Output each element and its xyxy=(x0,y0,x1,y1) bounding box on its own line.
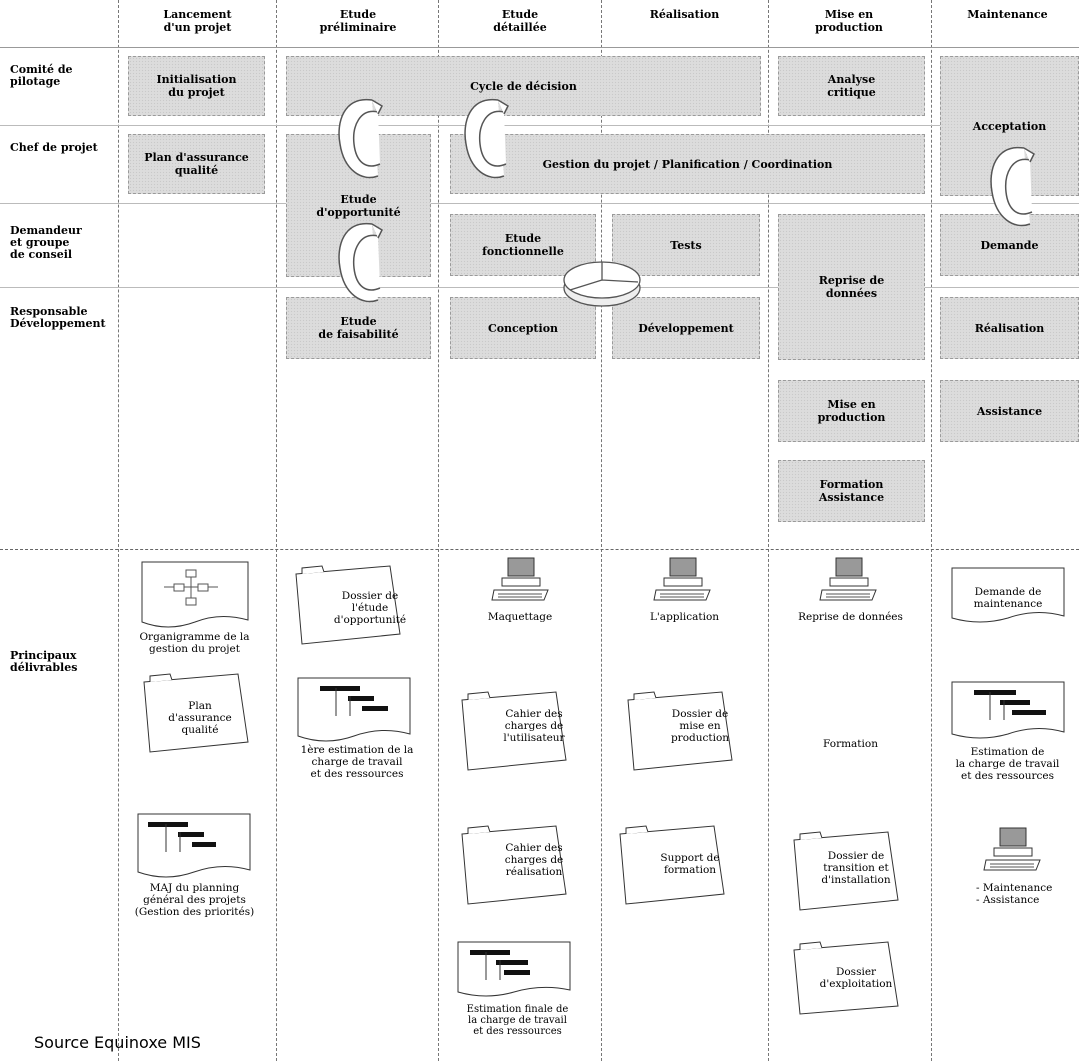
cycle-arrow-icon xyxy=(338,222,383,303)
row-label-demandeur: Demandeur et groupe de conseil xyxy=(10,224,82,261)
box-reprise-donnees: Reprise de données xyxy=(778,214,925,360)
box-gestion-projet: Gestion du projet / Planification / Coor… xyxy=(450,134,925,194)
row-separator xyxy=(0,287,1079,288)
computer-icon xyxy=(983,827,1041,871)
computer-icon xyxy=(491,557,549,601)
gantt-document-icon xyxy=(137,813,251,878)
column-header-realisation: Réalisation xyxy=(649,8,720,21)
computer-icon xyxy=(653,557,711,601)
deliverable-maj-planning: MAJ du planning général des projets (Ges… xyxy=(134,882,255,918)
row-label-comite: Comité de pilotage xyxy=(10,63,73,88)
box-formation-assistance: Formation Assistance xyxy=(778,460,925,522)
row-separator xyxy=(0,203,1079,204)
folder-document-icon xyxy=(793,941,899,1015)
deliverable-formation: Formation xyxy=(823,738,878,750)
deliverable-cahier-realisation: Cahier des charges de réalisation xyxy=(504,842,564,878)
gantt-document-icon xyxy=(457,941,571,997)
box-demande: Demande xyxy=(940,214,1079,276)
column-header-maintenance: Maintenance xyxy=(967,8,1048,21)
source-caption: Source Equinoxe MIS xyxy=(34,1033,201,1052)
deliverable-demande-maintenance: Demande de maintenance xyxy=(973,586,1043,610)
deliverables-separator xyxy=(0,549,1079,550)
folder-document-icon xyxy=(619,825,725,905)
cycle-arrow-icon xyxy=(338,98,383,179)
deliverable-support-formation: Support de formation xyxy=(660,852,720,876)
row-label-chef-projet: Chef de projet xyxy=(10,141,98,154)
cycle-arrow-icon xyxy=(464,98,509,179)
col-separator xyxy=(276,0,277,1061)
box-conception: Conception xyxy=(450,297,596,359)
deliverable-cahier-utilisateur: Cahier des charges de l'utilisateur xyxy=(503,708,565,744)
box-tests: Tests xyxy=(612,214,760,276)
folder-document-icon xyxy=(627,691,733,771)
deliverable-dossier-transition: Dossier de transition et d'installation xyxy=(821,850,891,886)
col-separator xyxy=(768,0,769,1061)
box-etude-fonctionnelle: Etude fonctionnelle xyxy=(450,214,596,276)
row-label-deliverables: Principaux délivrables xyxy=(10,649,78,674)
folder-document-icon xyxy=(295,565,401,645)
col-separator xyxy=(601,0,602,1061)
box-realisation: Réalisation xyxy=(940,297,1079,359)
request-document-icon xyxy=(951,567,1065,623)
deliverable-dossier-exploitation: Dossier d'exploitation xyxy=(819,966,893,990)
column-header-mise-en-production: Mise en production xyxy=(815,8,883,34)
deliverable-maquettage: Maquettage xyxy=(487,611,553,623)
gantt-document-icon xyxy=(951,681,1065,739)
deliverable-application: L'application xyxy=(649,611,720,623)
col-separator xyxy=(118,0,119,1061)
box-assistance: Assistance xyxy=(940,380,1079,442)
deliverable-reprise-donnees: Reprise de données xyxy=(798,611,903,623)
cycle-arrow-icon xyxy=(990,146,1035,227)
flowchart-document-icon xyxy=(141,561,249,628)
row-separator xyxy=(0,125,1079,126)
box-acceptation: Acceptation xyxy=(940,56,1079,196)
box-initialisation: Initialisation du projet xyxy=(128,56,265,116)
computer-icon xyxy=(819,557,877,601)
col-separator xyxy=(438,0,439,1061)
row-separator xyxy=(0,47,1079,48)
box-analyse-critique: Analyse critique xyxy=(778,56,925,116)
folder-document-icon xyxy=(461,691,567,771)
deliverable-organigramme: Organigramme de la gestion du projet xyxy=(139,631,250,655)
deliverable-dossier-mep: Dossier de mise en production xyxy=(670,708,730,744)
box-mise-en-production: Mise en production xyxy=(778,380,925,442)
deliverable-dossier-opportunite: Dossier de l'étude d'opportunité xyxy=(333,590,407,626)
deliverable-maintenance-assistance: - Maintenance - Assistance xyxy=(976,882,1053,906)
deliverable-estimation-maintenance: Estimation de la charge de travail et de… xyxy=(955,746,1060,782)
deliverable-estimation-1: 1ère estimation de la charge de travail … xyxy=(300,744,414,780)
box-etude-faisabilite: Etude de faisabilité xyxy=(286,297,431,359)
row-label-responsable: Responsable Développement xyxy=(10,305,106,330)
folder-document-icon xyxy=(461,825,567,905)
column-header-lancement: Lancement d'un projet xyxy=(163,8,232,34)
folder-document-icon xyxy=(143,673,249,753)
box-plan-assurance: Plan d'assurance qualité xyxy=(128,134,265,194)
deliverable-plan-assurance: Plan d'assurance qualité xyxy=(168,700,232,736)
deliverable-estimation-finale: Estimation finale de la charge de travai… xyxy=(466,1004,569,1037)
column-header-etude-detaillee: Etude détaillée xyxy=(493,8,547,34)
folder-document-icon xyxy=(793,831,899,911)
gantt-document-icon xyxy=(297,677,411,742)
column-header-etude-preliminaire: Etude préliminaire xyxy=(319,8,397,34)
box-developpement: Développement xyxy=(612,297,760,359)
pie-cycle-icon xyxy=(563,261,641,307)
col-separator xyxy=(931,0,932,1061)
